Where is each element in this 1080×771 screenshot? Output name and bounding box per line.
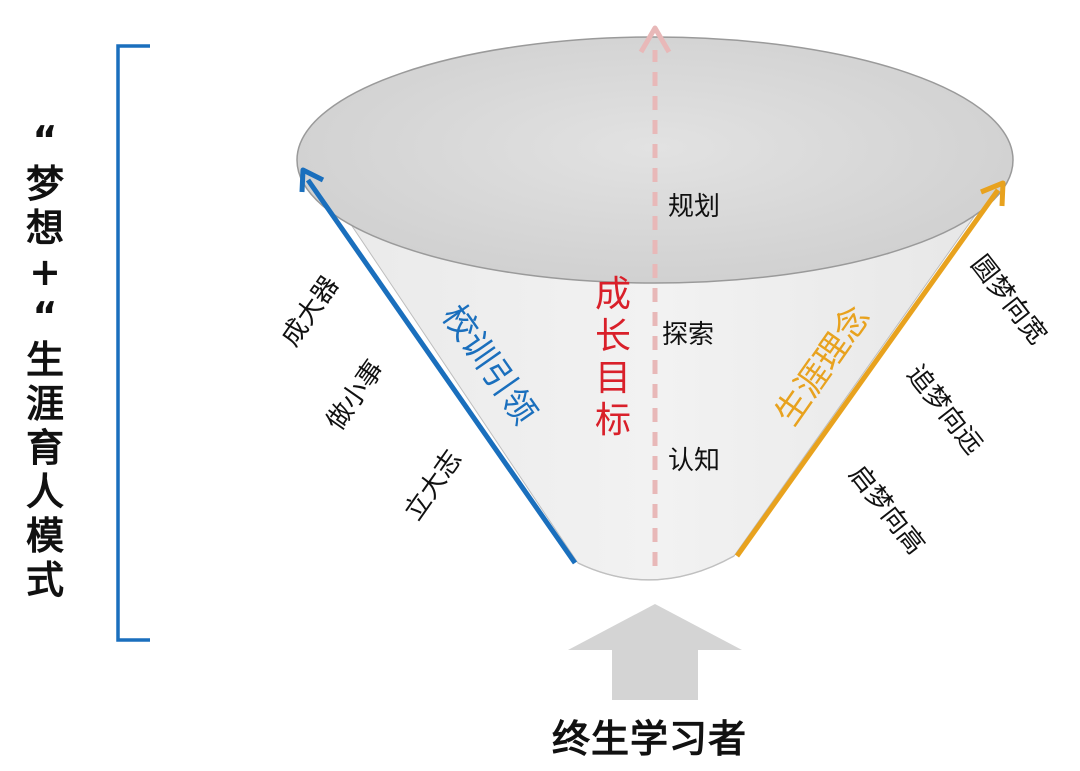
center-label-char-3: 目 (595, 358, 631, 399)
base-label: 终生学习者 (552, 717, 748, 761)
right-arrowhead (980, 180, 1006, 207)
right-step-3: 圆梦向宽 (964, 250, 1052, 350)
model-title-char: 人 (25, 470, 64, 514)
model-title-char: “ (32, 294, 58, 338)
left-step-3: 成大器 (276, 271, 345, 352)
model-title: “ 梦 想 + “ 生 涯 育 人 模 式 (18, 118, 72, 602)
left-step-1: 立大志 (399, 445, 468, 526)
center-arrow-label: 成 长 目 标 (595, 274, 631, 441)
model-title-char: 想 (25, 206, 64, 250)
left-step-2: 做小事 (321, 355, 390, 436)
left-arrowhead (299, 167, 325, 193)
center-label-char-1: 成 (595, 274, 631, 315)
model-title-char: 模 (25, 514, 64, 558)
model-title-char: 涯 (25, 382, 64, 426)
center-step-1: 认知 (668, 446, 720, 476)
right-step-2: 追梦向远 (900, 360, 988, 460)
left-blue-arrow (305, 178, 578, 565)
model-title-char: “ (32, 118, 58, 162)
center-step-3: 规划 (668, 192, 720, 222)
title-bracket (116, 44, 150, 642)
base-up-arrow (568, 604, 742, 700)
right-step-1: 启梦向高 (842, 460, 930, 560)
funnel-bottom-rim (577, 555, 735, 581)
center-step-2: 探索 (662, 320, 714, 350)
model-title-char: 育 (25, 426, 64, 470)
right-orange-arrow (734, 188, 1001, 558)
center-label-char-2: 长 (595, 316, 631, 357)
model-title-char: + (29, 250, 61, 294)
model-title-char: 式 (25, 558, 64, 602)
model-title-char: 生 (25, 338, 64, 382)
model-title-char: 梦 (25, 162, 64, 206)
funnel-top-ellipse (296, 36, 1014, 284)
center-arrowhead (638, 25, 672, 54)
center-label-char-4: 标 (595, 400, 631, 441)
